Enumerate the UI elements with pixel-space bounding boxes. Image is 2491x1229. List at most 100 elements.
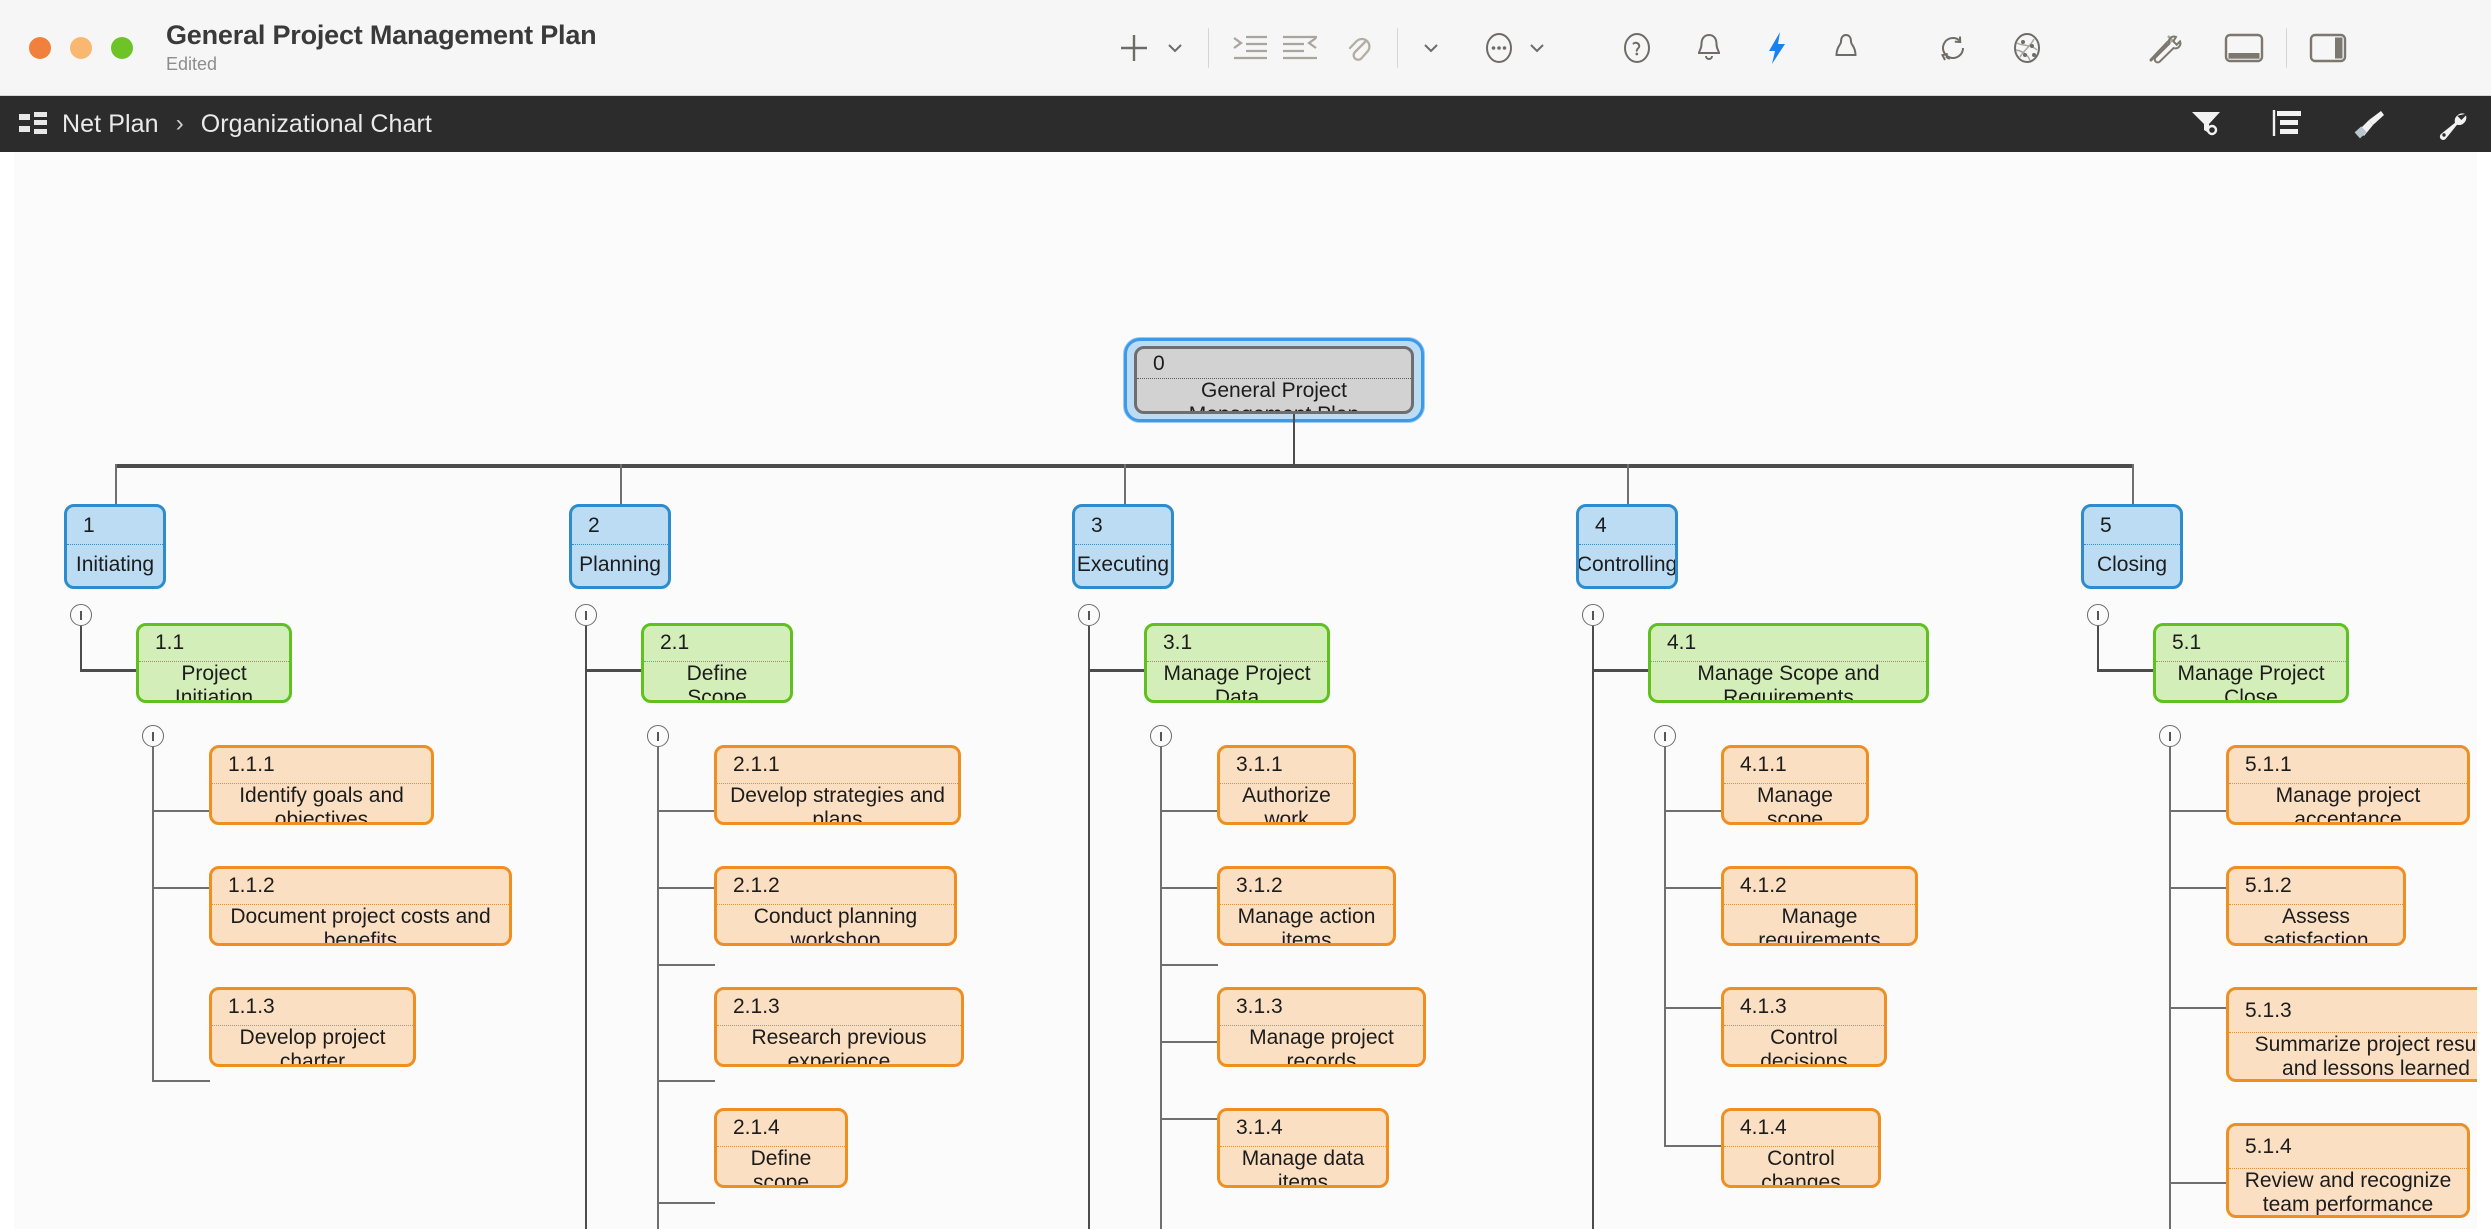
collapse-toggle-1[interactable] (70, 604, 92, 626)
node-4-1-3[interactable]: 4.1.3 Control decisions (1721, 987, 1887, 1067)
node-title: Closing (2096, 553, 2168, 577)
collapse-toggle-5[interactable] (2087, 604, 2109, 626)
notifications-bell-icon[interactable] (1688, 18, 1730, 78)
node-5-1-1[interactable]: 5.1.1 Manage project acceptance (2226, 745, 2470, 825)
node-3-1-2[interactable]: 3.1.2 Manage action items (1217, 866, 1396, 946)
node-title: Manage scope (1757, 783, 1833, 825)
node-2-1-3[interactable]: 2.1.3 Research previous experience (714, 987, 964, 1067)
connector-drop-3 (1124, 464, 1126, 504)
node-title: Develop strategies and plans (730, 783, 945, 825)
attachment-icon[interactable] (1339, 18, 1381, 78)
breadcrumb-bar: Net Plan › Organizational Chart (0, 96, 2491, 152)
node-4[interactable]: 4 Controlling (1576, 504, 1678, 589)
node-5-1-2[interactable]: 5.1.2 Assess satisfaction (2226, 866, 2406, 946)
connector-1-spine (80, 626, 82, 671)
close-button[interactable] (29, 36, 51, 59)
node-2-1-1[interactable]: 2.1.1 Develop strategies and plans (714, 745, 961, 825)
node-title: Manage Project Data (1163, 661, 1311, 703)
connector-3-1-1 (1160, 810, 1218, 812)
sync-refresh-icon[interactable] (1930, 18, 1976, 78)
node-3-1[interactable]: 3.1 Manage Project Data (1144, 623, 1330, 703)
node-number: 3.1.2 (1236, 874, 1283, 898)
tools-icon[interactable] (2140, 18, 2188, 78)
node-5[interactable]: 5 Closing (2081, 504, 2183, 589)
node-1-1-3[interactable]: 1.1.3 Develop project charter (209, 987, 416, 1067)
node-divider (1724, 903, 1915, 905)
more-ellipsis-icon[interactable] (1478, 18, 1520, 78)
add-icon[interactable] (1110, 18, 1158, 78)
collapse-toggle-3-1[interactable] (1150, 725, 1172, 747)
collapse-toggle-2[interactable] (575, 604, 597, 626)
node-number: 5.1.1 (2245, 753, 2292, 777)
breadcrumb-item-organizational-chart[interactable]: Organizational Chart (200, 109, 432, 138)
node-1-1[interactable]: 1.1 Project Initiation (136, 623, 292, 703)
node-2[interactable]: 2 Planning (569, 504, 671, 589)
zoom-button[interactable] (111, 36, 133, 59)
breadcrumb-item-net-plan[interactable]: Net Plan (62, 109, 159, 138)
format-brush-icon[interactable] (2353, 108, 2387, 140)
node-divider (212, 1024, 413, 1026)
right-panel-toggle-icon[interactable] (2303, 18, 2353, 78)
node-1-1-1[interactable]: 1.1.1 Identify goals and objectives (209, 745, 434, 825)
node-2-1-2[interactable]: 2.1.2 Conduct planning workshop (714, 866, 957, 946)
node-number: 3.1.4 (1236, 1116, 1283, 1140)
node-number: 4 (1595, 513, 1607, 537)
node-1[interactable]: 1 Initiating (64, 504, 166, 589)
node-3[interactable]: 3 Executing (1072, 504, 1174, 589)
node-divider (1220, 1024, 1423, 1026)
node-title: Authorize work (1242, 783, 1331, 825)
connector-3-1-2 (1160, 887, 1218, 889)
collapse-toggle-1-1[interactable] (142, 725, 164, 747)
more-dropdown-chevron-icon[interactable] (1520, 18, 1554, 78)
attachment-dropdown-chevron-icon[interactable] (1414, 18, 1448, 78)
node-divider (717, 903, 954, 905)
outline-list-icon[interactable] (2271, 108, 2305, 140)
node-4-1[interactable]: 4.1 Manage Scope and Requirements (1648, 623, 1929, 703)
node-number: 3.1.3 (1236, 995, 1283, 1019)
org-chart-canvas[interactable]: 0 General Project Management Plan 1 Init… (0, 152, 2491, 1229)
node-5-1-4[interactable]: 5.1.4 Review and recognize team performa… (2226, 1123, 2470, 1218)
node-2-1[interactable]: 2.1 Define Scope (641, 623, 793, 703)
node-title: Planning (579, 553, 661, 577)
indent-left-icon[interactable] (1275, 18, 1325, 78)
minimize-button[interactable] (70, 36, 92, 59)
node-number: 4.1.2 (1740, 874, 1787, 898)
settings-wrench-icon[interactable] (2435, 108, 2469, 140)
collapse-toggle-4-1[interactable] (1654, 725, 1676, 747)
connector-drop-2 (620, 464, 622, 504)
connector-4-1-2 (1664, 887, 1722, 889)
filter-funnel-icon[interactable] (2189, 108, 2223, 140)
node-4-1-1[interactable]: 4.1.1 Manage scope (1721, 745, 1869, 825)
add-dropdown-chevron-icon[interactable] (1158, 18, 1192, 78)
node-number: 2.1.4 (733, 1116, 780, 1140)
indent-right-icon[interactable] (1225, 18, 1275, 78)
node-2-1-4[interactable]: 2.1.4 Define scope (714, 1108, 848, 1188)
collapse-toggle-4[interactable] (1582, 604, 1604, 626)
node-divider (644, 660, 790, 662)
quick-action-lightning-icon[interactable] (1760, 18, 1794, 78)
node-5-1[interactable]: 5.1 Manage Project Close (2153, 623, 2349, 703)
user-account-icon[interactable] (1824, 18, 1868, 78)
collapse-toggle-3[interactable] (1078, 604, 1100, 626)
connector-2-1 (585, 669, 643, 672)
collapse-toggle-5-1[interactable] (2159, 725, 2181, 747)
node-4-1-4[interactable]: 4.1.4 Control changes (1721, 1108, 1881, 1188)
help-icon[interactable] (1616, 18, 1658, 78)
node-3-1-1[interactable]: 3.1.1 Authorize work (1217, 745, 1356, 825)
page-title: General Project Management Plan (166, 19, 597, 50)
connector-3-spine (1088, 626, 1090, 1229)
node-4-1-2[interactable]: 4.1.2 Manage requirements (1721, 866, 1918, 946)
node-0[interactable]: 0 General Project Management Plan (1134, 346, 1414, 414)
share-network-icon[interactable] (2006, 18, 2048, 78)
node-title: Identify goals and objectives (239, 783, 404, 825)
node-1-1-2[interactable]: 1.1.2 Document project costs and benefit… (209, 866, 512, 946)
bottom-panel-toggle-icon[interactable] (2218, 18, 2270, 78)
node-3-1-3[interactable]: 3.1.3 Manage project records (1217, 987, 1426, 1067)
node-divider (212, 903, 509, 905)
org-chart-view-icon[interactable] (18, 111, 48, 137)
node-3-1-4[interactable]: 3.1.4 Manage data items (1217, 1108, 1389, 1188)
node-title: Define Scope (686, 661, 748, 703)
node-5-1-3[interactable]: 5.1.3 Summarize project results and less… (2226, 987, 2477, 1082)
node-divider (1137, 378, 1411, 380)
collapse-toggle-2-1[interactable] (647, 725, 669, 747)
